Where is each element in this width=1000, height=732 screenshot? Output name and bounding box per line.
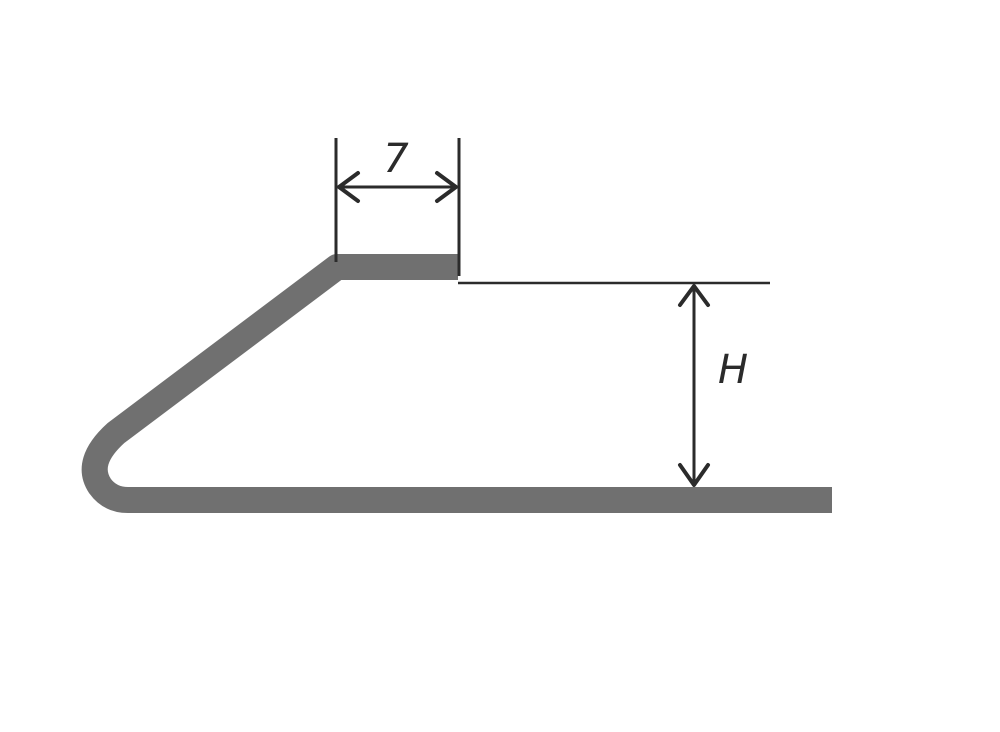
height-label: H bbox=[718, 347, 748, 393]
top-width-arrow-left bbox=[337, 171, 360, 203]
height-arrow-bottom bbox=[678, 463, 710, 487]
profile-shape bbox=[81, 254, 832, 513]
height-arrow-top bbox=[678, 284, 710, 307]
top-width-label: 7 bbox=[383, 136, 409, 182]
top-width-arrow-right bbox=[435, 171, 458, 203]
